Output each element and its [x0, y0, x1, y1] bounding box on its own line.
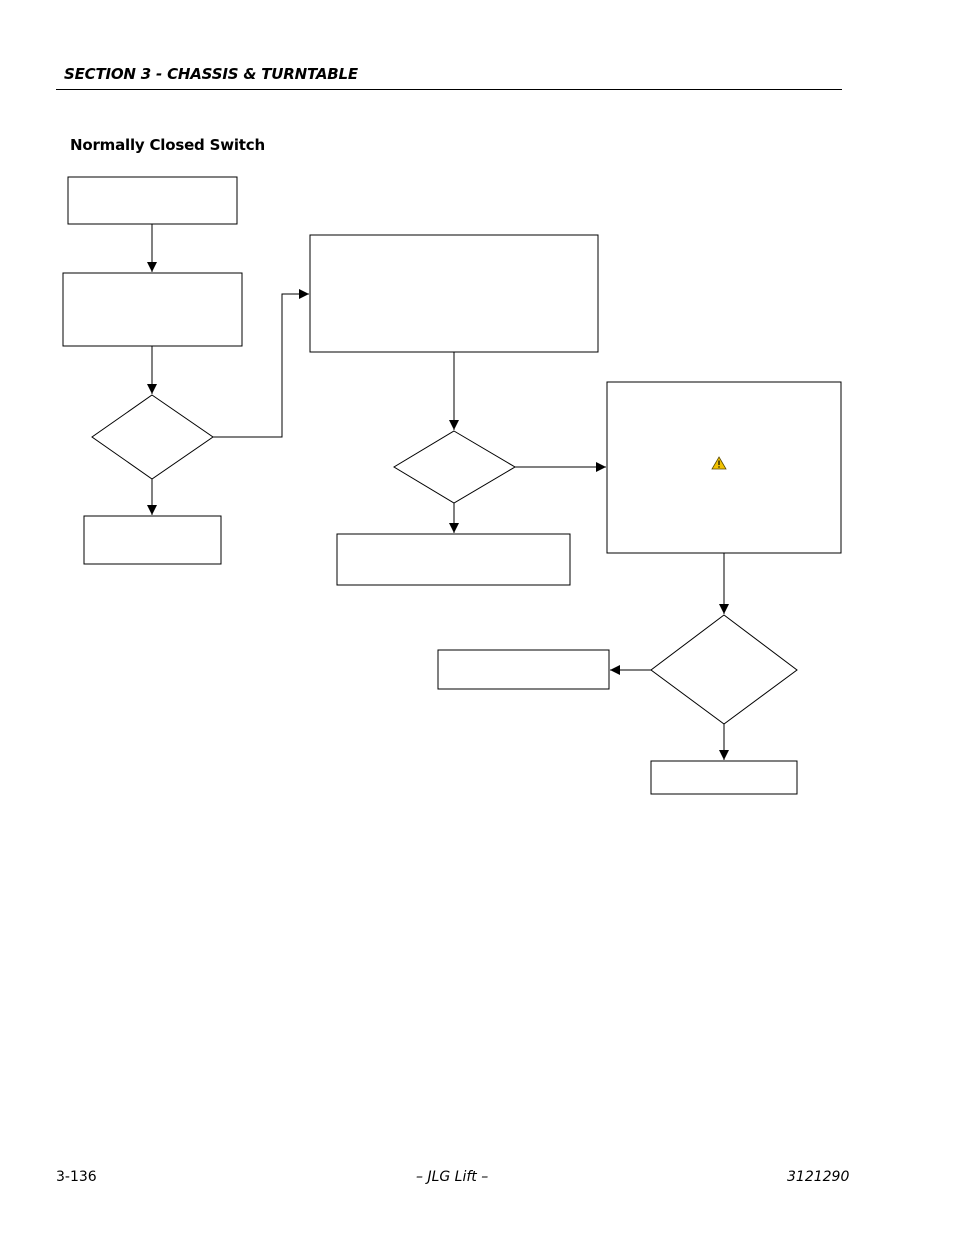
document-number: 3121290 — [787, 1169, 850, 1185]
result-box-2 — [336, 533, 571, 586]
header-divider — [56, 89, 842, 90]
start-box — [67, 176, 238, 225]
page-number: 3-136 — [56, 1169, 97, 1185]
section-header: SECTION 3 - CHASSIS & TURNTABLE — [64, 65, 358, 83]
warning-triangle-icon — [711, 456, 727, 470]
footer-brand: – JLG Lift – — [416, 1169, 489, 1185]
decision-diamond-2 — [393, 430, 516, 504]
result-box-3 — [437, 649, 610, 690]
step-box-2 — [309, 234, 599, 353]
result-box-4 — [650, 760, 798, 795]
connector-decision1-to-step2 — [213, 289, 309, 438]
diagram-title: Normally Closed Switch — [70, 136, 265, 154]
decision-diamond-3 — [650, 614, 798, 725]
decision-diamond-1 — [91, 394, 214, 480]
result-box-1 — [83, 515, 222, 565]
step-box-1 — [62, 272, 243, 347]
